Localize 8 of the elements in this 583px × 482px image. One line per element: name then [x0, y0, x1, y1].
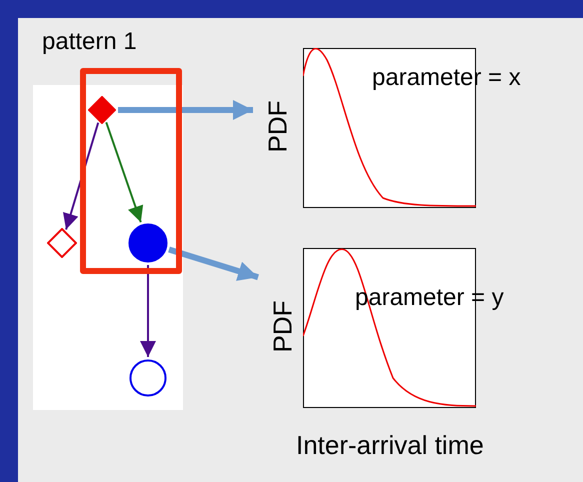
arrow	[105, 122, 144, 223]
axis-label: PDF	[262, 102, 294, 152]
group-title: pattern 1	[42, 28, 137, 56]
arrow	[118, 100, 253, 120]
axis-label: PDF	[268, 302, 298, 352]
axis-label: Inter-arrival time	[296, 430, 484, 461]
arrow	[168, 246, 259, 281]
arrow	[140, 265, 156, 357]
